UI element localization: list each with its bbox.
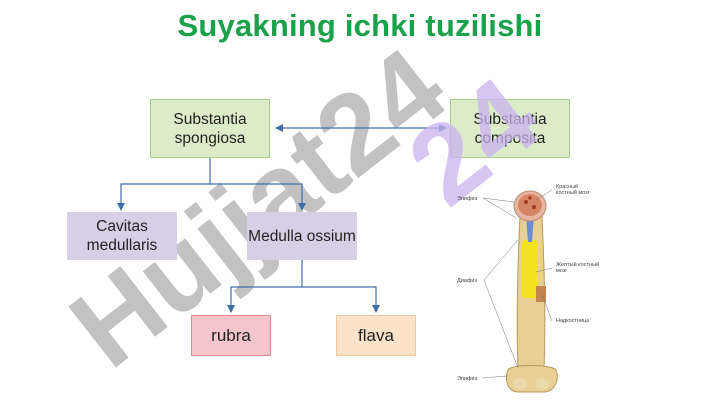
label-epiphysis-top: Эпифиз [457, 196, 478, 202]
label-periosteum: Надкостница [556, 318, 590, 324]
node-substantia-spongiosa: Substantia spongiosa [150, 99, 270, 158]
node-substantia-spongiosa-label: Substantia spongiosa [173, 110, 247, 147]
node-cavitas-medullaris: Cavitas medullaris [67, 212, 177, 260]
node-medulla-ossium: Medulla ossium [247, 212, 357, 260]
arrow-medulla-to-rubra [227, 260, 303, 313]
label-red-marrow: Красный костный мозг [556, 184, 590, 196]
page-title: Suyakning ichki tuzilishi [177, 8, 543, 43]
node-flava: flava [336, 315, 416, 356]
arrow-spongiosa-to-medulla [210, 183, 306, 211]
bone-image [481, 189, 558, 393]
node-substantia-composita-label: Substantia composita [473, 110, 547, 147]
label-epiphysis-bottom: Эпифиз [457, 376, 478, 382]
arrow-spongiosa-to-children [117, 158, 211, 211]
node-rubra-label: rubra [211, 326, 251, 345]
node-flava-label: flava [358, 326, 394, 345]
node-substantia-composita: Substantia composita [450, 99, 570, 158]
bone-illustration: Эпифиз Красный костный мозг Диафиз Желты… [452, 180, 608, 400]
label-yellow-marrow: Желтый костный мозг [556, 262, 600, 274]
label-diaphysis: Диафиз [457, 278, 477, 284]
node-medulla-ossium-label: Medulla ossium [248, 227, 356, 245]
node-rubra: rubra [191, 315, 271, 356]
node-cavitas-medullaris-label: Cavitas medullaris [86, 218, 158, 254]
arrow-medulla-to-flava [302, 286, 380, 313]
